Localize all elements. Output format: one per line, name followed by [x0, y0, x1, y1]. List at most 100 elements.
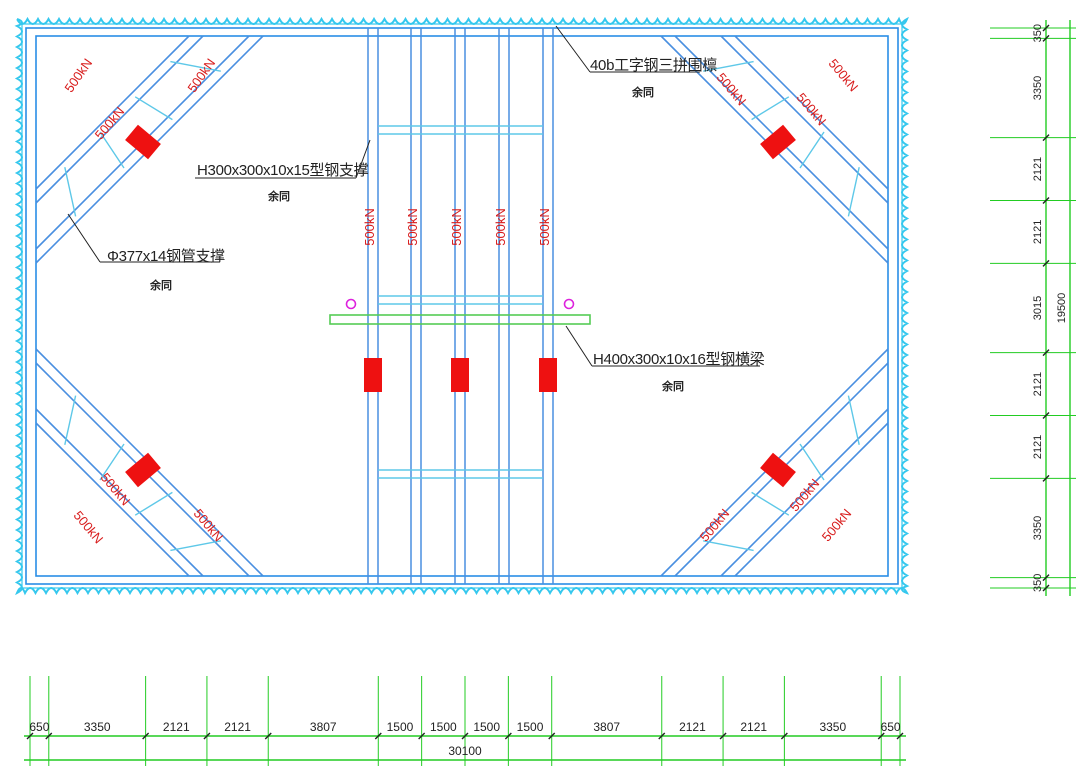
diag-brace-top-right-0 [734, 35, 889, 190]
diag-tie-bottom-left-2 [134, 491, 173, 516]
dim-bottom-tick-10 [658, 732, 666, 740]
diag-tie-bottom-left-0 [64, 395, 77, 445]
load-label-center-3: 500kN [493, 208, 508, 246]
jack-corner-3 [760, 452, 796, 488]
dim-right-value-7: 3350 [1032, 516, 1044, 540]
diag-brace-bottom-right-0 [720, 408, 889, 577]
dim-right-tick-5 [1042, 349, 1050, 357]
load-label-corner-11: 500kN [819, 506, 855, 544]
load-label-corner-10: 500kN [787, 476, 823, 514]
diag-brace-bottom-right-0 [734, 422, 889, 577]
diag-tie-top-left-0 [64, 167, 77, 217]
load-label-corner-8: 500kN [191, 506, 227, 544]
dim-bottom-tick-13 [877, 732, 885, 740]
load-label-corner-5: 500kN [826, 56, 862, 94]
dim-bottom-value-3: 2121 [224, 720, 251, 734]
leader-i40-a [555, 25, 591, 73]
dim-bottom-value-11: 2121 [740, 720, 767, 734]
diag-tie-bottom-right-0 [847, 395, 860, 445]
dim-right-tick-3 [1042, 196, 1050, 204]
diag-tie-top-right-0 [847, 167, 860, 217]
diag-brace-top-left-0 [35, 35, 204, 204]
h400-beam-sublabel: 余同 [662, 381, 684, 393]
dim-bottom-tick-3 [203, 732, 211, 740]
diag-tie-bottom-right-2 [751, 491, 790, 516]
dim-bottom-value-4: 3807 [310, 720, 337, 734]
diag-tie-top-left-1 [99, 131, 125, 169]
dim-bottom-value-1: 3350 [84, 720, 111, 734]
center-braces [329, 28, 591, 584]
dim-right-value-6: 2121 [1032, 435, 1044, 459]
load-label-corner-4: 500kN [794, 90, 830, 128]
callout-leaders [67, 25, 760, 367]
dim-right-tick-9 [1042, 584, 1050, 592]
dim-bottom-tick-8 [504, 732, 512, 740]
dim-right-tick-0 [1042, 24, 1050, 32]
waling-frame [25, 27, 899, 585]
dim-right-value-2: 2121 [1032, 157, 1044, 181]
pipe-brace-label: Φ377x14钢管支撑 [107, 248, 225, 265]
dim-bottom-value-2: 2121 [163, 720, 190, 734]
dim-bottom-tick-12 [780, 732, 788, 740]
dim-bottom-value-5: 1500 [387, 720, 414, 734]
dim-right-value-4: 3015 [1032, 296, 1044, 320]
dim-bottom-value-12: 3350 [819, 720, 846, 734]
survey-marker-right [563, 298, 575, 310]
sheet-pile-inner-edge [21, 23, 903, 589]
load-label-corner-7: 500kN [71, 508, 107, 546]
jack-corner-1 [760, 124, 796, 160]
dim-bottom-tick-9 [548, 732, 556, 740]
dim-bottom-value-7: 1500 [473, 720, 500, 734]
waling-beam-sublabel: 余同 [632, 87, 654, 99]
dim-bottom-value-0: 650 [29, 720, 49, 734]
load-label-corner-3: 500kN [714, 70, 750, 108]
survey-marker-left [345, 298, 357, 310]
diag-brace-top-right-0 [720, 35, 889, 204]
jack-corner-2 [125, 452, 161, 488]
h300-brace-label: H300x300x10x15型钢支撑 [197, 162, 369, 179]
dim-bottom-tick-0 [26, 732, 34, 740]
dim-right-tick-2 [1042, 134, 1050, 142]
pipe-brace-sublabel: 余同 [150, 280, 172, 292]
diag-brace-top-left-0 [35, 35, 190, 190]
leader-h300-a [355, 139, 371, 179]
leader-pipe-brace-a [67, 213, 101, 263]
diag-tie-bottom-right-3 [703, 540, 754, 552]
dim-bottom-total: 30100 [448, 744, 482, 758]
diag-brace-bottom-left-0 [35, 422, 190, 577]
h400-beam [329, 314, 591, 325]
dim-right-value-1: 3350 [1032, 76, 1044, 100]
jack-center-2 [539, 358, 557, 392]
sheet-pile-outline [14, 16, 910, 596]
jack-center-0 [364, 358, 382, 392]
dim-right-value-3: 2121 [1032, 220, 1044, 244]
load-label-center-1: 500kN [405, 208, 420, 246]
load-label-corner-1: 500kN [92, 104, 128, 142]
sheet-pile-wall [14, 16, 910, 596]
diag-tie-top-right-2 [751, 96, 790, 121]
diag-tie-top-right-3 [703, 60, 754, 72]
diag-tie-top-left-3 [170, 60, 221, 72]
dim-bottom-value-6: 1500 [430, 720, 457, 734]
dim-bottom-tick-6 [418, 732, 426, 740]
load-label-center-0: 500kN [362, 208, 377, 246]
jacks [125, 124, 796, 488]
dim-bottom-value-13: 650 [881, 720, 901, 734]
load-label-center-4: 500kN [537, 208, 552, 246]
load-label-center-2: 500kN [449, 208, 464, 246]
load-label-corner-2: 500kN [184, 56, 218, 95]
dim-bottom-tick-7 [461, 732, 469, 740]
dim-right-tick-4 [1042, 259, 1050, 267]
load-label-corner-9: 500kN [697, 506, 733, 544]
dim-bottom-tick-5 [374, 732, 382, 740]
dim-bottom-tick-4 [264, 732, 272, 740]
dim-right-total: 19500 [1056, 293, 1068, 324]
dim-bottom-value-8: 1500 [517, 720, 544, 734]
dim-bottom-tick-14 [896, 732, 904, 740]
waling-inner [35, 35, 889, 577]
diagonal-braces [35, 35, 889, 577]
dim-bottom-tick-2 [142, 732, 150, 740]
dim-right-tick-6 [1042, 412, 1050, 420]
diag-tie-bottom-right-1 [799, 443, 825, 481]
